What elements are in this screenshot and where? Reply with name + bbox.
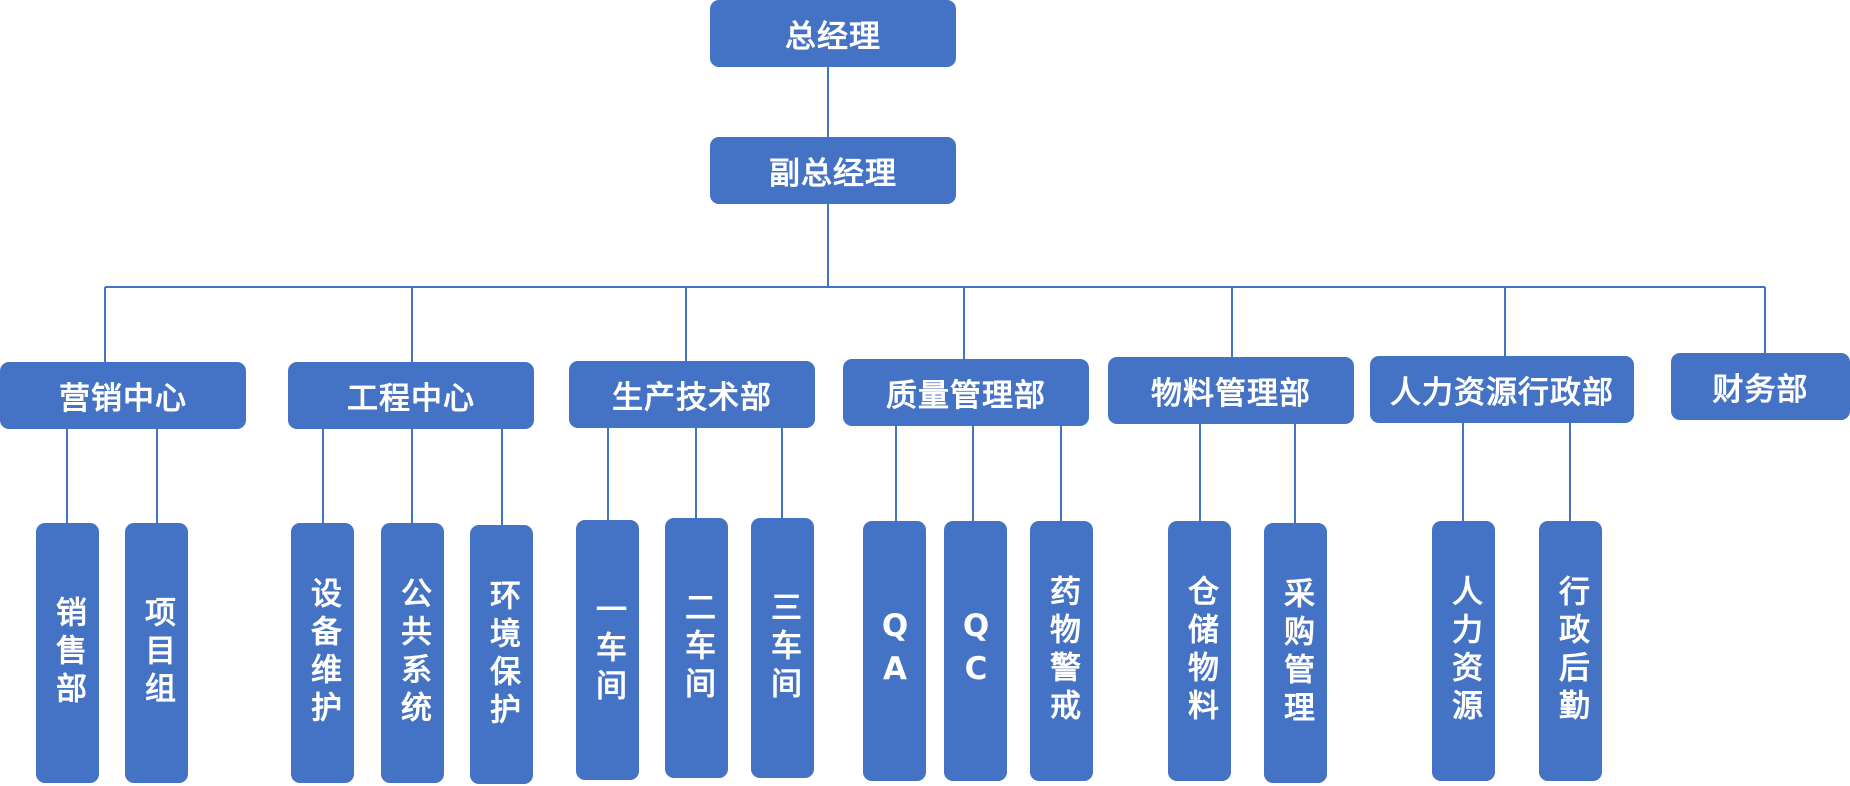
dept-finance: 财务部: [1671, 353, 1850, 420]
subunit-workshop-2: 二车间: [665, 518, 728, 778]
dept-production-technology: 生产技术部: [569, 361, 815, 428]
subunit-workshop-3: 三车间: [751, 518, 814, 778]
subunit-environmental-protection: 环境保护: [470, 525, 533, 784]
subunit-equipment-maintenance: 设备维护: [291, 523, 354, 783]
node-deputy-general-manager: 副总经理: [710, 137, 956, 204]
subunit-warehouse-materials: 仓储物料: [1168, 521, 1231, 781]
subunit-public-systems: 公共系统: [381, 523, 444, 783]
subunit-qc: QC: [944, 521, 1007, 781]
dept-quality-management: 质量管理部: [843, 359, 1089, 426]
dept-hr-administration: 人力资源行政部: [1370, 356, 1634, 423]
subunit-project-group: 项目组: [125, 523, 188, 783]
dept-engineering-center: 工程中心: [288, 362, 534, 429]
subunit-procurement: 采购管理: [1264, 523, 1327, 783]
subunit-human-resources: 人力资源: [1432, 521, 1495, 781]
subunit-qa: QA: [863, 521, 926, 781]
node-general-manager: 总经理: [710, 0, 956, 67]
subunit-workshop-1: 一车间: [576, 520, 639, 780]
dept-materials-management: 物料管理部: [1108, 357, 1354, 424]
dept-marketing-center: 营销中心: [0, 362, 246, 429]
subunit-sales: 销售部: [36, 523, 99, 783]
subunit-admin-logistics: 行政后勤: [1539, 521, 1602, 781]
subunit-pharmacovigilance: 药物警戒: [1030, 521, 1093, 781]
